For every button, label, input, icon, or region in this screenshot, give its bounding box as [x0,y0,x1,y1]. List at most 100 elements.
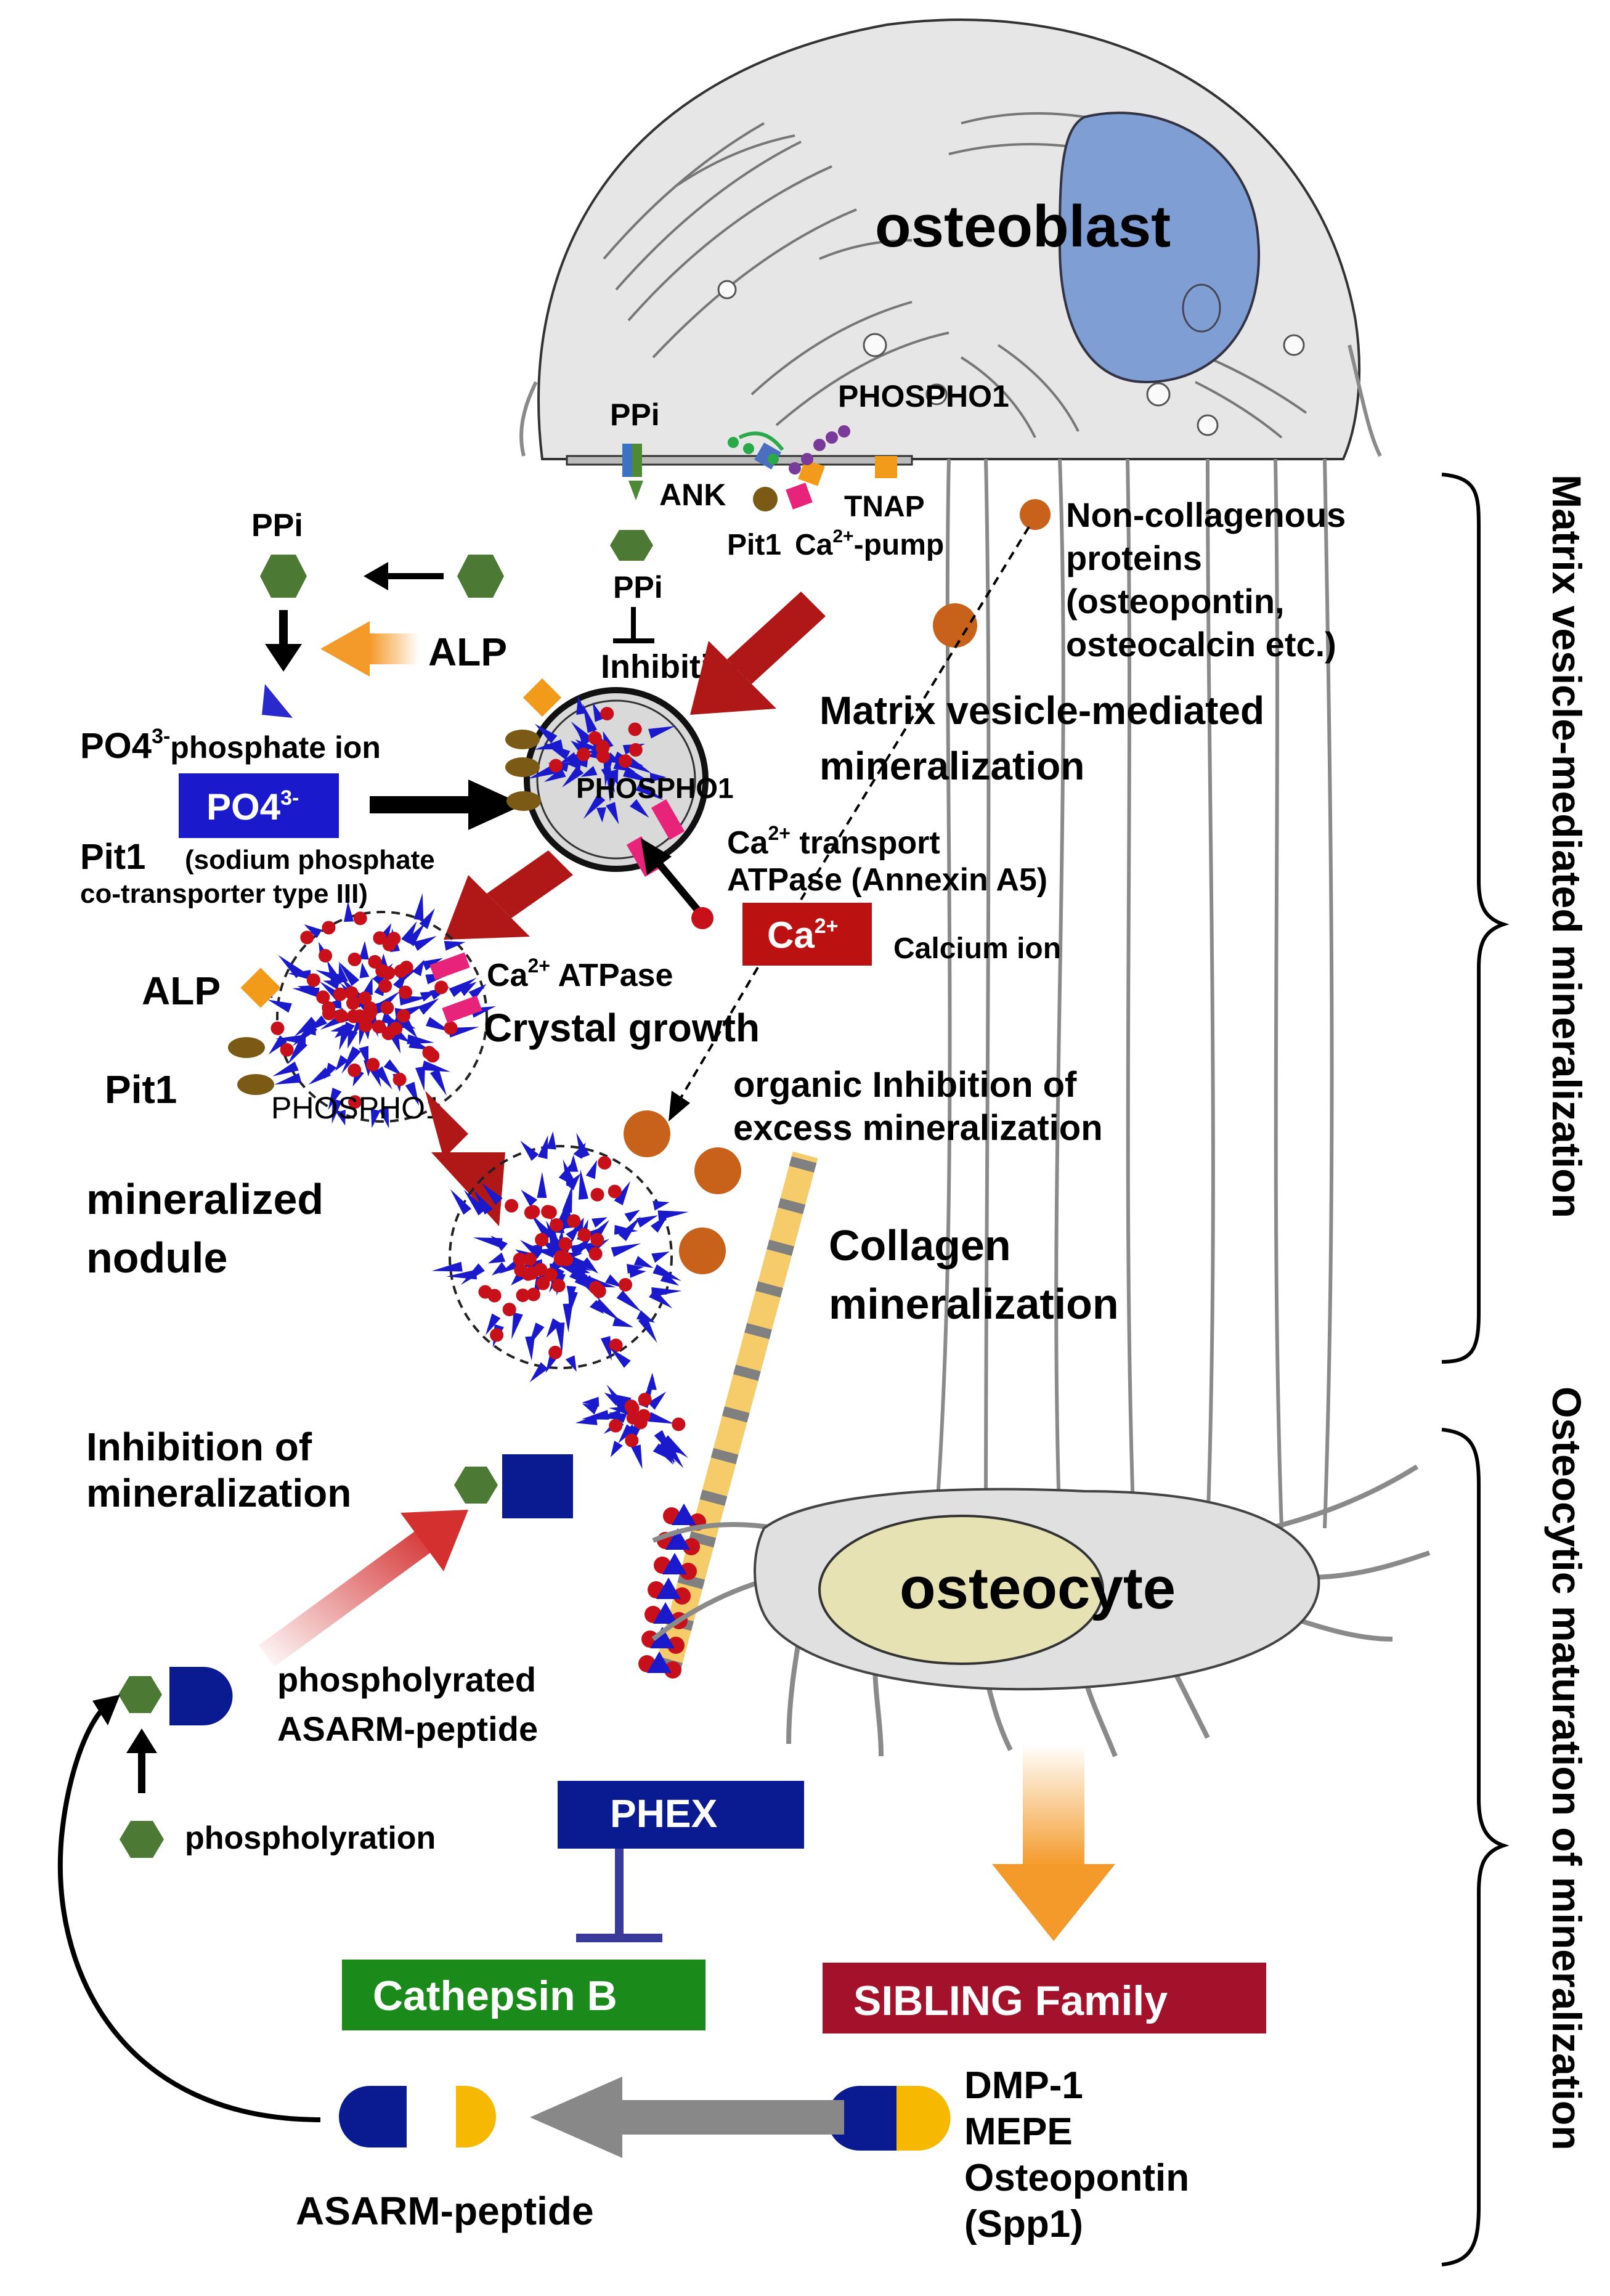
scatter-crystal [610,1348,631,1368]
growth-crystal [429,1069,447,1096]
ppi-inhibition-arrow [613,607,654,643]
nodule-calcium-dot [558,1237,572,1251]
growth-calcium-dot [368,955,382,969]
growth-crystal [468,983,487,1000]
nodule-crystal [651,1252,670,1263]
nodule-crystal [526,1244,543,1253]
nodule-crystal [580,1257,599,1274]
matrix-vesicle [505,678,709,877]
collagen-crystal [665,1528,690,1550]
ppi-left-arrow [364,562,444,590]
phosphorylated-asarm-bound [454,1454,573,1518]
nodule-calcium-dot [588,1247,603,1261]
osteoblast-to-vesicle-arrow [690,592,826,715]
vesicle-crystal [583,794,606,820]
phos-asarm-line-1: phospholyrated [277,1660,536,1699]
nodule-crystal [600,1336,612,1361]
growth-crystal [383,1059,402,1076]
nodule-crystal [491,1262,508,1276]
ncp-line-3: (osteopontin, [1066,582,1285,621]
nodule-calcium-dot [526,1205,540,1219]
ca-transport-label: Ca2+ transport [727,822,940,861]
nodule-crystal [481,1183,503,1205]
nodule-crystal [490,1236,508,1252]
lower-side-label: Osteocytic maturation of mineralization [1544,1386,1590,2151]
nodule-calcium-dot [505,1199,519,1213]
nodule-crystal [473,1190,493,1215]
nodule-crystal [565,1355,577,1372]
growth-crystal [412,959,425,977]
nodule-calcium-dot [550,1218,564,1232]
nodule-crystal [592,1217,608,1228]
upper-side-label: Matrix vesicle-mediated mineralization [1544,474,1590,1218]
vesicle-crystal [608,768,619,786]
pit1-label: Pit1 [80,837,145,877]
growth-calcium-dot [348,1063,362,1077]
ppi-down-arrow [265,610,302,672]
inhibition-line-2: mineralization [86,1471,351,1515]
vesicle-calcium-dot [628,722,642,736]
growth-crystal [396,969,418,983]
nodule-crystal [563,1159,576,1186]
osteocyte-label: osteocyte [900,1555,1176,1621]
nodule-crystal [568,1155,579,1172]
growth-calcium-dot [373,931,387,945]
nodule-calcium-dot [590,1187,604,1202]
crystal-growth-label: Crystal growth [484,1006,760,1050]
growth-calcium-dot [399,985,413,999]
growth-calcium-dot [300,930,314,945]
nodule-crystal [521,1189,538,1207]
growth-crystal [413,893,424,921]
nodule-calcium-dot [543,1268,558,1282]
vesicle-crystal [606,776,617,802]
vesicle-calcium-dot [600,707,614,721]
growth-crystal [267,999,292,1013]
collagen-crystal [653,1602,678,1624]
growth-crystal [307,1015,328,1032]
ncp-dot-1 [1020,499,1051,530]
growth-crystal [323,980,340,990]
collagen-fibril [575,1151,818,1679]
nodule-calcium-dot [502,1303,516,1317]
phosphate-ion-label: PO43-phosphate ion [80,725,381,766]
nodule-crystal [585,1160,598,1179]
nodule-calcium-dot [516,1288,530,1303]
growth-calcium-dot [306,973,320,987]
nodule-crystal [460,1263,485,1285]
cathepsin-label: Cathepsin B [373,1972,617,2019]
scatter-crystal [620,1424,638,1438]
nodule-crystal [638,1316,657,1343]
mv-mineralization-line-1: Matrix vesicle-mediated [819,688,1264,733]
nodule-calcium-dot [535,1232,549,1247]
growth-calcium-dot [381,966,396,980]
membrane-pit1-label: Pit1 [727,529,781,561]
nodule-calcium-dot [598,1156,612,1170]
growth-crystal [287,1039,308,1065]
vesicle-crystal [582,703,597,733]
nodule-calcium-dot [551,1279,566,1293]
vesicle-crystal [579,727,591,745]
calcium-dot [691,907,714,929]
nodule-crystal [511,1312,523,1340]
nodule-crystal [546,1318,561,1338]
growth-calcium-dot [378,979,392,993]
sibling-member-2: Osteopontin [964,2157,1189,2199]
growth-crystal [274,1073,302,1085]
osteoblast-cell: osteoblast [537,18,1361,460]
ca-transport-atpase: ATPase (Annexin A5) [727,862,1047,898]
vesicle-crystal [580,765,598,777]
vesicle-calcium-dot [577,747,591,762]
organic-inhibition-line-2: excess mineralization [733,1108,1103,1148]
vesicle-calcium-dot [596,740,610,754]
growth-calcium-dot [380,1001,394,1015]
nodule-crystal [611,1243,641,1257]
pit1-desc-1: (sodium phosphate [185,845,435,875]
nodule-crystal [651,1287,682,1298]
growth-calcium-dot [426,1049,440,1063]
nodule-calcium-dot [522,1252,537,1266]
pit1-desc-2: co-transporter type III) [80,879,368,909]
growth-crystal [363,977,373,996]
asarm-peptide-icon [339,2086,496,2147]
growth-calcium-dot [348,952,362,966]
phosphorylated-asarm [118,1667,233,1726]
